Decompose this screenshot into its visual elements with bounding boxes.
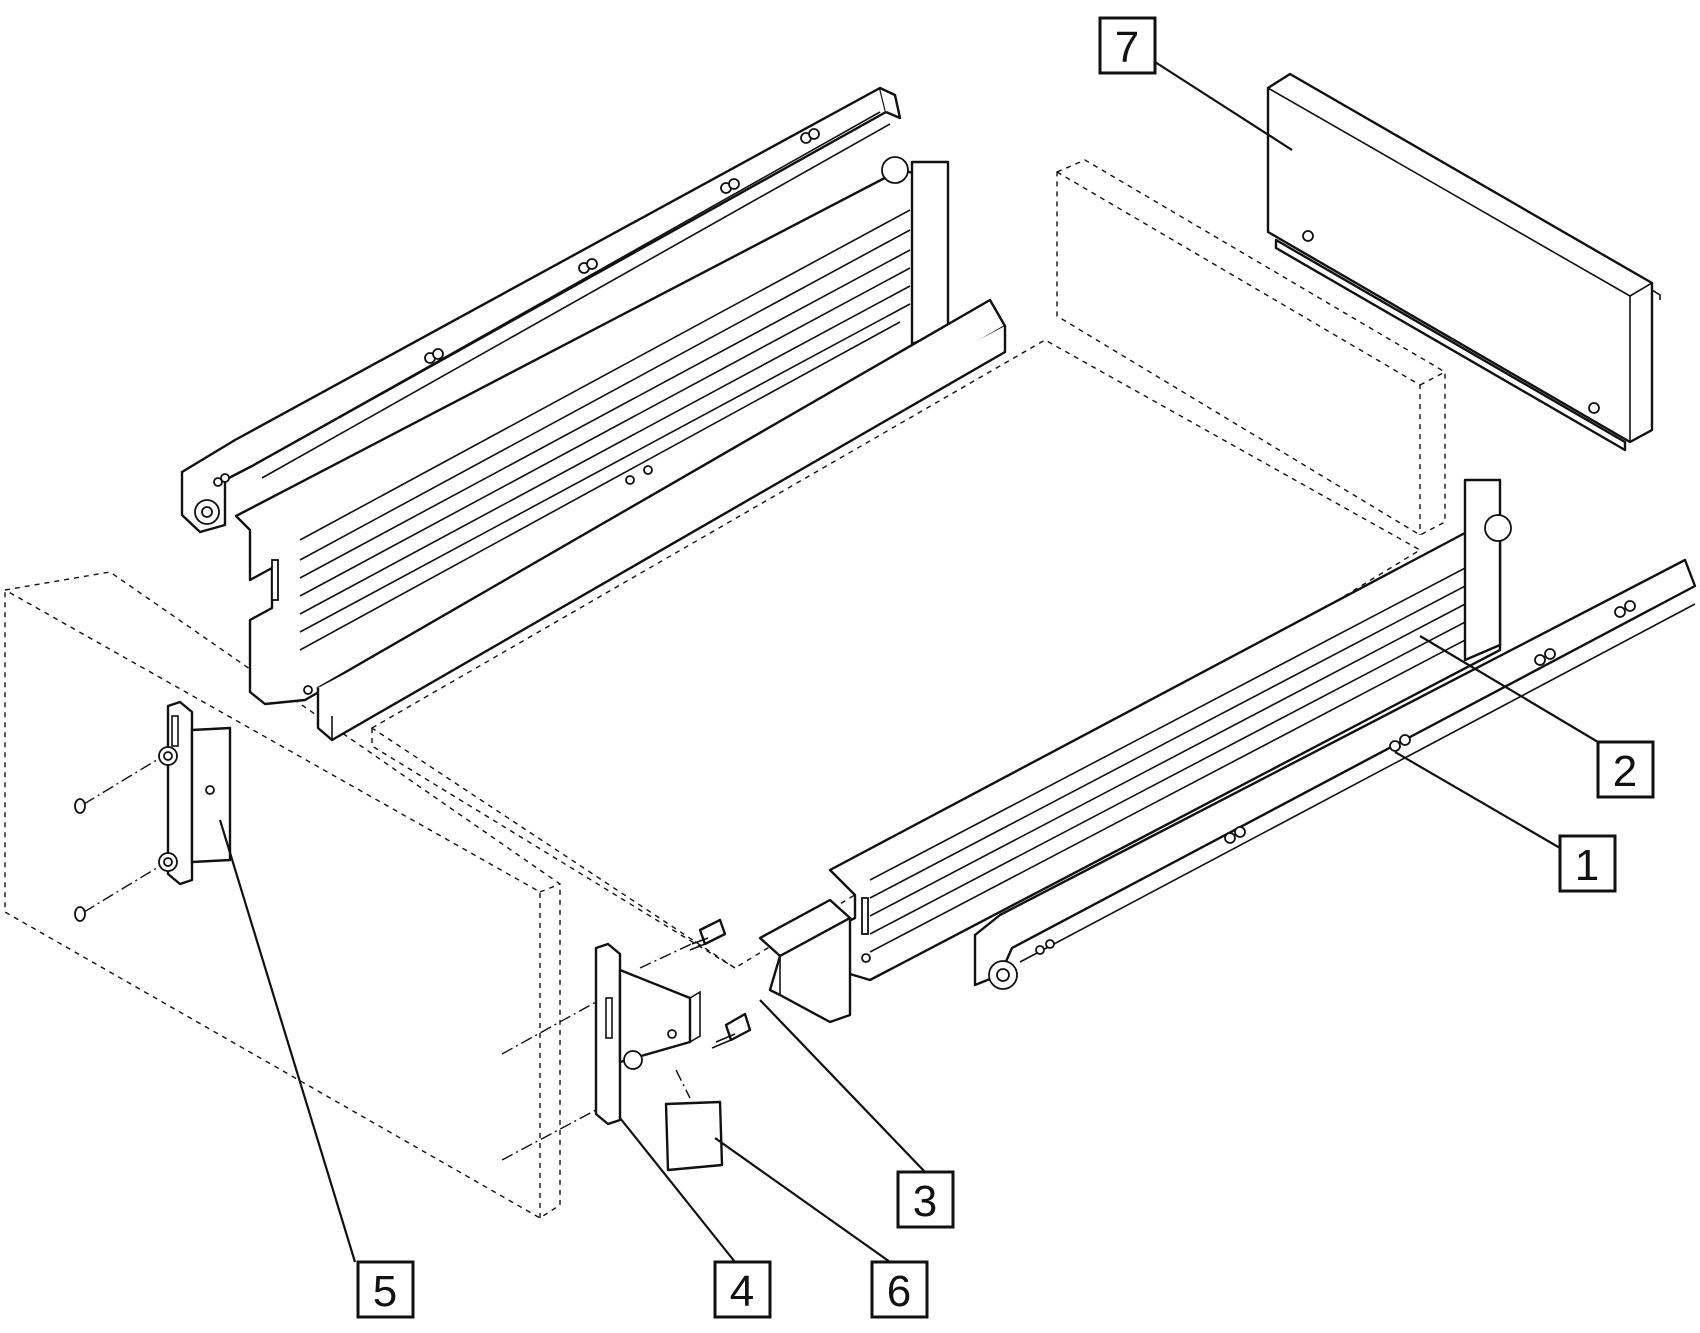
label-2: 2 bbox=[1596, 740, 1655, 799]
cover-cap-part-6 bbox=[664, 1100, 724, 1172]
label-3: 3 bbox=[896, 1170, 955, 1229]
leader-lines bbox=[218, 61, 1599, 1263]
assembly-lines bbox=[74, 757, 701, 1161]
front-profile-part-3 bbox=[758, 898, 852, 1024]
svg-text:7: 7 bbox=[1115, 23, 1139, 72]
left-front-profile bbox=[316, 298, 1007, 742]
label-4: 4 bbox=[713, 1260, 772, 1319]
drawer-front-outline bbox=[4, 571, 561, 1219]
svg-text:5: 5 bbox=[373, 1267, 397, 1316]
svg-text:4: 4 bbox=[730, 1267, 754, 1316]
left-drawer-side bbox=[234, 156, 950, 706]
svg-text:1: 1 bbox=[1575, 841, 1599, 890]
drawer-back-outline bbox=[1056, 159, 1446, 536]
label-7: 7 bbox=[1098, 16, 1157, 75]
svg-text:6: 6 bbox=[887, 1267, 911, 1316]
runner-part-1 bbox=[973, 558, 1697, 990]
front-bracket-part-5 bbox=[158, 700, 232, 886]
left-runner-rail bbox=[180, 86, 902, 534]
label-1: 1 bbox=[1558, 834, 1617, 893]
svg-text:3: 3 bbox=[913, 1177, 937, 1226]
front-bracket-part-4 bbox=[594, 942, 701, 1126]
back-panel-part-7 bbox=[1266, 72, 1661, 452]
label-5: 5 bbox=[356, 1260, 415, 1319]
screws bbox=[689, 918, 752, 1049]
label-6: 6 bbox=[870, 1260, 929, 1319]
svg-text:2: 2 bbox=[1613, 747, 1637, 796]
drawer-bottom-outline bbox=[370, 339, 1422, 969]
